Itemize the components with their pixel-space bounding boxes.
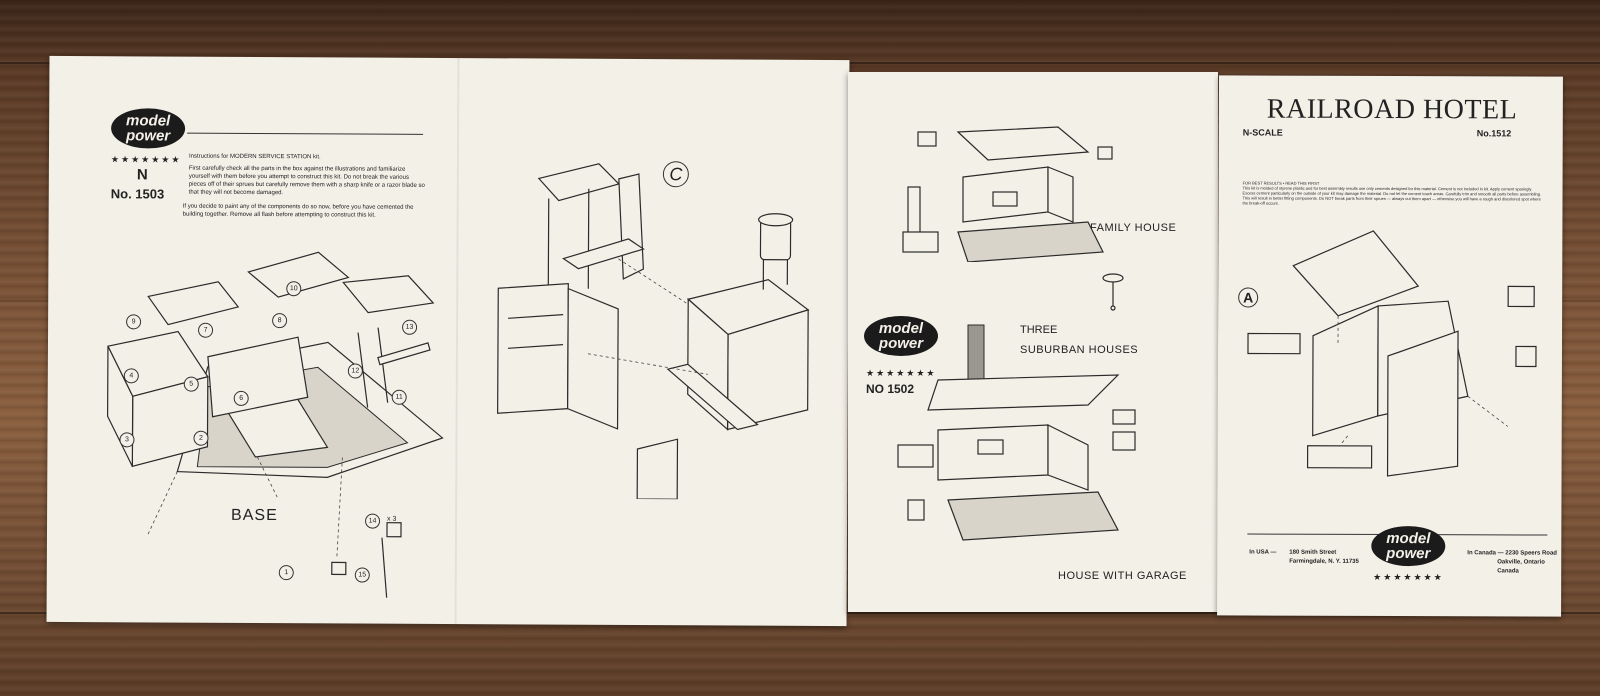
part-number-4: 4 [123, 368, 139, 384]
quantity-note: x 3 [387, 515, 397, 523]
family-house-diagram [902, 126, 1113, 262]
part-number-12: 12 [347, 363, 363, 379]
stars-row: ★★★★★★★ [866, 368, 937, 378]
part-number-7: 7 [198, 322, 214, 338]
notes-body: This kit is molded of styrene plastic an… [1242, 185, 1542, 206]
house-with-garage-diagram [897, 324, 1136, 541]
stars-row: ★★★★★★★ [1373, 571, 1444, 583]
scale-label: N [136, 166, 148, 184]
part-number-13: 13 [402, 319, 418, 335]
usa-address-line-1: 180 Smith Street [1289, 549, 1337, 556]
house-with-garage-label: HOUSE WITH GARAGE [1058, 570, 1187, 582]
base-label: BASE [231, 506, 278, 525]
model-number: No. 1503 [110, 186, 165, 202]
hotel-title: RAILROAD HOTEL [1266, 93, 1518, 126]
usa-label: In USA — [1249, 549, 1277, 556]
title-line-1: THREE [1020, 324, 1058, 336]
hotel-building-diagram [1247, 230, 1537, 477]
usa-address-line-2: Farmingdale, N. Y. 11735 [1289, 558, 1359, 565]
station-building-diagram [497, 163, 810, 500]
part-number-2: 2 [193, 430, 209, 446]
part-number-15: 15 [354, 567, 370, 583]
step-label-a: A [1238, 287, 1259, 308]
scale-label: N-SCALE [1242, 127, 1283, 138]
title-line-2: SUBURBAN HOUSES [1020, 344, 1139, 356]
stars-row: ★★★★★★★ [110, 154, 182, 165]
family-house-label: FAMILY HOUSE [1090, 222, 1177, 234]
canada-address-line-1: Oakville, Ontario [1497, 559, 1545, 566]
part-number-10: 10 [286, 281, 302, 297]
part-number-1: 1 [278, 565, 294, 581]
lamp-post-icon [1102, 273, 1124, 311]
step-label-c: C [662, 161, 689, 188]
part-number-11: 11 [391, 389, 407, 405]
part-number-14: 14 [365, 513, 381, 529]
instruction-sheet-railroad-hotel: RAILROAD HOTEL N-SCALE No.1512 FOR BEST … [1217, 75, 1563, 617]
model-number: No.1512 [1476, 128, 1512, 139]
part-number-8: 8 [272, 313, 288, 329]
part-number-3: 3 [119, 432, 135, 448]
part-number-6: 6 [233, 390, 249, 406]
instructions-paragraph-2: If you decide to paint any of the compon… [182, 203, 414, 219]
canada-address-line-2: Canada [1497, 568, 1519, 575]
canada-label: In Canada — 2230 Speers Road [1467, 550, 1557, 557]
instructions-title: Instructions for MODERN SERVICE STATION … [188, 153, 321, 161]
part-number-5: 5 [183, 376, 199, 392]
model-number: NO 1502 [866, 382, 915, 396]
part-number-9: 9 [126, 314, 142, 330]
instructions-paragraph-1: First carefully check all the parts in t… [188, 165, 425, 197]
